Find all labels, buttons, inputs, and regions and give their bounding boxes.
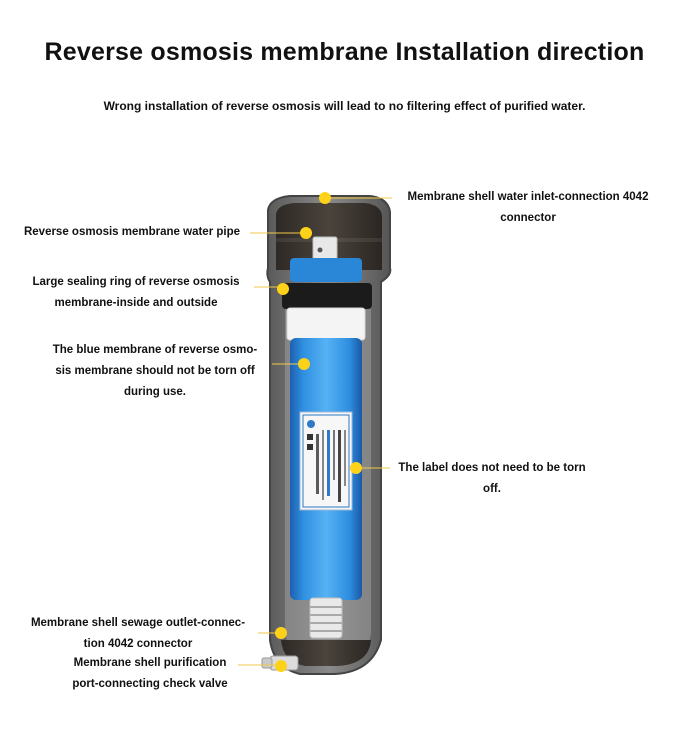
marker-check-valve bbox=[275, 660, 287, 672]
membrane-white-band bbox=[286, 307, 366, 341]
page-subtitle: Wrong installation of reverse osmosis wi… bbox=[103, 99, 586, 113]
marker-inlet bbox=[319, 192, 331, 204]
marker-label bbox=[350, 462, 362, 474]
membrane-label bbox=[299, 411, 353, 511]
callout-markers bbox=[275, 192, 362, 672]
membrane-top-cap bbox=[290, 258, 362, 282]
sewage-outlet-thread bbox=[309, 597, 343, 639]
marker-water-pipe bbox=[300, 227, 312, 239]
callout-sewage-outlet: Membrane shell sewage outlet-connec- tio… bbox=[30, 617, 246, 650]
callout-sealing-ring: Large sealing ring of reverse osmosis me… bbox=[32, 276, 240, 309]
callout-blue-membrane: The blue membrane of reverse osmo- sis m… bbox=[52, 344, 258, 398]
callout-inlet: Membrane shell water inlet-connection 40… bbox=[407, 191, 649, 224]
sealing-ring bbox=[282, 283, 372, 309]
bottom-cap bbox=[281, 640, 371, 666]
leader-lines bbox=[238, 197, 392, 666]
callout-label: The label does not need to be torn off. bbox=[398, 462, 586, 495]
page-title: Reverse osmosis membrane Installation di… bbox=[44, 38, 645, 66]
marker-sewage-outlet bbox=[275, 627, 287, 639]
callout-check-valve: Membrane shell purification port-connect… bbox=[72, 657, 228, 690]
marker-sealing-ring bbox=[277, 283, 289, 295]
callout-water-pipe: Reverse osmosis membrane water pipe bbox=[23, 226, 241, 238]
marker-blue-membrane bbox=[298, 358, 310, 370]
membrane-water-pipe bbox=[312, 236, 338, 262]
